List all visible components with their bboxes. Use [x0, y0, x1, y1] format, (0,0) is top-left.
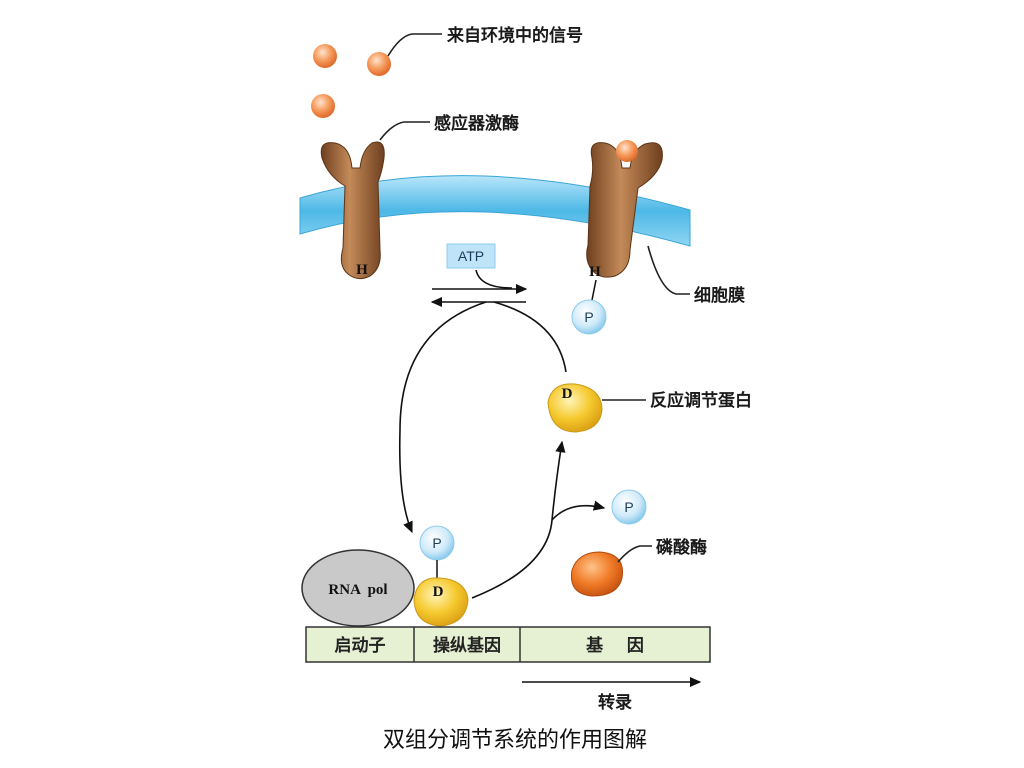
signal-molecule — [313, 44, 337, 68]
operator-label: 操纵基因 — [433, 635, 501, 656]
response-regulator-label: 反应调节蛋白 — [650, 390, 752, 411]
transcription-label: 转录 — [598, 692, 632, 713]
phosphate-on-kinase — [571, 299, 607, 335]
rna-pol-label: RNA pol — [328, 582, 387, 598]
phosphatase-leader — [617, 545, 652, 563]
histidine-marker-left: H — [356, 262, 368, 278]
signal-leader — [387, 33, 442, 57]
dna-bound-regulator: P D — [413, 525, 469, 627]
phosphate-marker-kinase: P — [584, 309, 593, 325]
rna-polymerase: RNA pol — [301, 549, 415, 627]
gene-label: 基 因 — [585, 635, 644, 656]
cell-membrane-label: 细胞膜 — [694, 285, 745, 306]
released-phosphate: P — [611, 489, 647, 525]
phosphatase — [570, 551, 624, 597]
bound-signal-molecule — [616, 140, 638, 162]
signal-molecule — [367, 52, 391, 76]
sensor-kinase-leader — [379, 121, 430, 141]
sensor-kinase-right: H P — [571, 140, 663, 335]
figure-caption: 双组分调节系统的作用图解 — [383, 728, 647, 753]
atp-box — [446, 243, 496, 269]
phosphotransfer-arrow — [398, 301, 487, 534]
signal-molecule — [311, 94, 335, 118]
phosphate-release-arrow — [551, 500, 606, 521]
signal-label: 来自环境中的信号 — [446, 25, 583, 46]
phosphate-marker-released: P — [624, 499, 633, 515]
atp-label: ATP — [458, 248, 484, 264]
return-arrow — [493, 301, 567, 373]
cell-membrane-leader — [647, 245, 690, 295]
histidine-marker-right: H — [589, 264, 601, 280]
gene-bar: 启动子 操纵基因 基 因 — [305, 626, 711, 663]
response-regulator: D — [547, 383, 603, 433]
sensor-kinase-left: H — [320, 141, 385, 280]
sensor-kinase-label: 感应器激酶 — [434, 113, 519, 134]
dephosphorylation-arrow — [471, 440, 566, 599]
phosphate-marker-regulator: P — [432, 535, 441, 551]
aspartate-marker-dna: D — [433, 584, 444, 600]
transcription-arrow: 转录 — [522, 676, 702, 713]
phosphatase-label: 磷酸酶 — [656, 537, 707, 558]
signal-molecules — [311, 44, 391, 118]
atp-equilibrium: ATP — [430, 243, 528, 308]
promoter-label: 启动子 — [335, 635, 386, 656]
aspartate-marker-regulator: D — [562, 386, 573, 402]
